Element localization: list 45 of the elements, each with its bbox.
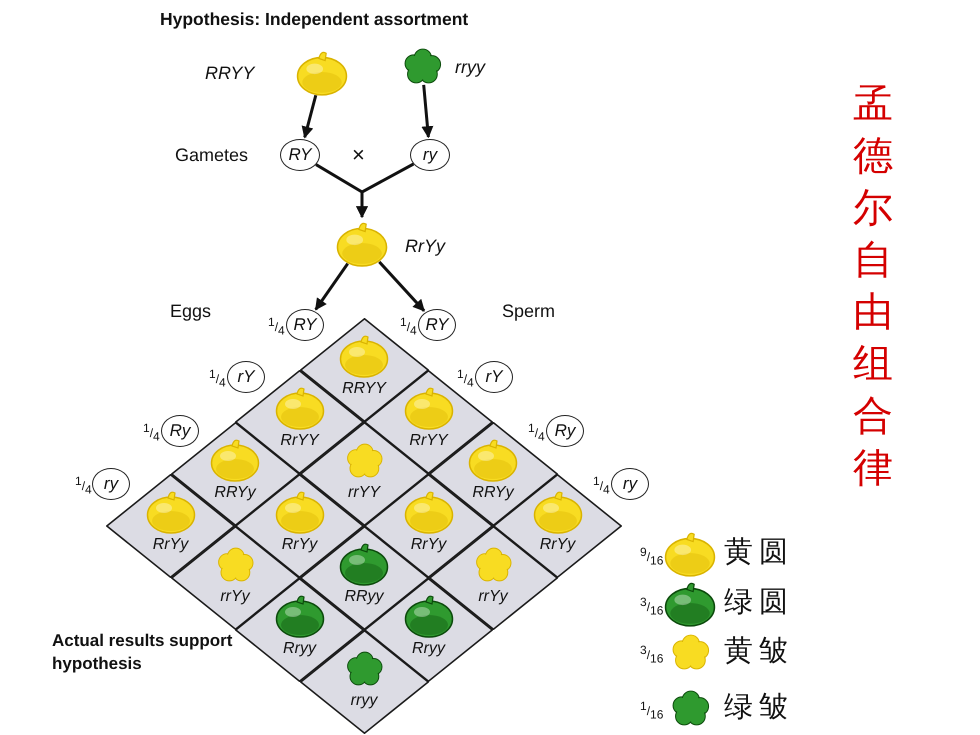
gamete-circle: rY: [227, 361, 265, 393]
vertical-title: 孟德尔自由组合律: [852, 80, 894, 493]
gamete-circle: RY: [418, 309, 456, 341]
genotype-label: rryy: [350, 693, 378, 709]
gamete-circle: rY: [475, 361, 513, 393]
arrow: [314, 262, 349, 310]
legend-label: 绿皱: [724, 692, 794, 721]
gametes-label: Gametes: [175, 146, 248, 164]
genotype-label: RrYy: [405, 237, 445, 255]
arrow: [421, 84, 434, 138]
gamete-circle: RY: [280, 139, 320, 171]
gamete-circle: RY: [286, 309, 324, 341]
genotype-label: RrYy: [540, 537, 576, 553]
gamete-circle: Ry: [546, 415, 584, 447]
gamete-circle: ry: [611, 468, 649, 500]
title: Hypothesis: Independent assortment: [160, 11, 468, 28]
genotype-label: RrYy: [410, 537, 446, 553]
gamete-circle: Ry: [161, 415, 199, 447]
cross-sign: ×: [352, 144, 365, 166]
legend-label: 绿圆: [724, 587, 794, 616]
arrow: [302, 94, 318, 139]
genotype-label: Rryy: [412, 641, 445, 657]
sperm-label: Sperm: [502, 302, 556, 320]
genotype-label: RRYY: [342, 381, 386, 397]
genotype-label: RrYY: [409, 433, 448, 449]
genotype-label: RRyy: [344, 589, 384, 605]
genotype-label: rrYy: [220, 589, 250, 605]
genotype-label: rrYy: [478, 589, 508, 605]
genotype-label: RrYY: [280, 433, 319, 449]
genotype-label: RRYy: [472, 485, 514, 501]
genotype-label: RrYy: [152, 537, 188, 553]
genotype-label: rryy: [455, 58, 485, 76]
arrow: [378, 260, 426, 312]
gamete-circle: ry: [92, 468, 130, 500]
conclusion-text: Actual results support hypothesis: [52, 630, 234, 675]
genotype-label: Rryy: [283, 641, 316, 657]
legend-label: 黄皱: [724, 636, 794, 665]
genotype-label: RRYY: [205, 64, 254, 82]
genotype-label: RRYy: [214, 485, 256, 501]
legend-label: 黄圆: [724, 537, 794, 566]
genotype-label: rrYY: [348, 485, 380, 501]
eggs-label: Eggs: [170, 302, 212, 320]
gamete-circle: ry: [410, 139, 450, 171]
genotype-label: RrYy: [282, 537, 318, 553]
arrow: [356, 162, 414, 218]
